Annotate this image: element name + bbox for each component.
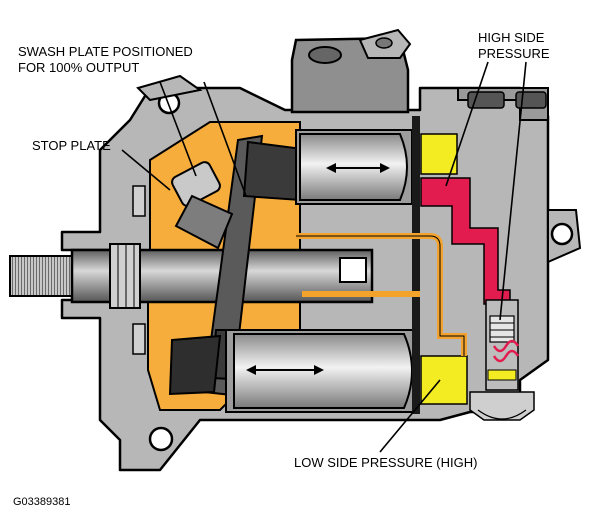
high-side-label-line-2: PRESSURE xyxy=(478,46,550,61)
high-side-pressure-label: HIGH SIDE PRESSURE xyxy=(478,30,550,62)
valve-plate xyxy=(412,116,420,414)
high-side-label-line-1: HIGH SIDE xyxy=(478,30,545,45)
stop-plate xyxy=(132,161,234,355)
control-valve xyxy=(469,299,535,421)
swash-plate-label: SWASH PLATE POSITIONED FOR 100% OUTPUT xyxy=(18,44,193,76)
oil-line xyxy=(296,233,467,356)
swash-plate-label-line-1: SWASH PLATE POSITIONED xyxy=(18,44,193,59)
upper-piston xyxy=(295,129,413,205)
stop-plate-label: STOP PLATE xyxy=(32,138,111,153)
swash-plate-label-line-2: FOR 100% OUTPUT xyxy=(18,60,140,75)
leader-lines xyxy=(121,61,527,453)
figure-id: G03389381 xyxy=(13,496,71,508)
drive-shaft xyxy=(9,243,374,309)
low-side-pressure-label: LOW SIDE PRESSURE (HIGH) xyxy=(294,455,478,470)
low-side-pressure-passage xyxy=(420,133,468,405)
lower-piston xyxy=(225,329,417,413)
